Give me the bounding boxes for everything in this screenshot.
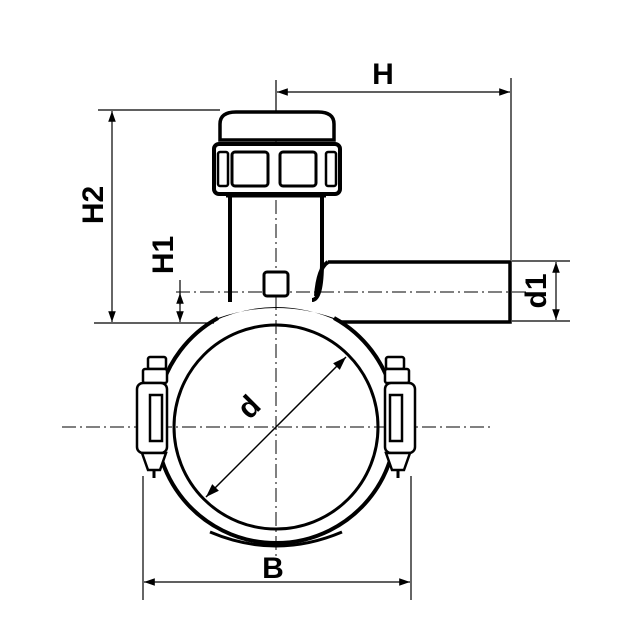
dim-d1 [512, 260, 570, 322]
label-H: H [372, 58, 394, 91]
cutter-boss [262, 270, 290, 298]
riser-walls [228, 196, 324, 302]
right-clamp-bolt [383, 355, 417, 478]
label-d1: d1 [520, 273, 553, 308]
label-H1: H1 [147, 236, 180, 274]
top-cap [212, 110, 342, 198]
pipe-bore [172, 323, 380, 531]
label-H2: H2 [77, 186, 110, 224]
label-B: B [262, 552, 284, 585]
left-clamp-bolt [135, 355, 169, 478]
dim-H2 [94, 109, 220, 324]
outlet-spigot [314, 260, 512, 324]
saddle-top-cap [212, 307, 340, 322]
riser [228, 196, 324, 302]
saddle-bottom-shoulder [209, 530, 343, 548]
dim-d [205, 356, 347, 498]
cap-dome [218, 110, 336, 142]
label-d: d [231, 389, 267, 425]
dim-B [142, 476, 412, 600]
dim-H [275, 78, 512, 260]
